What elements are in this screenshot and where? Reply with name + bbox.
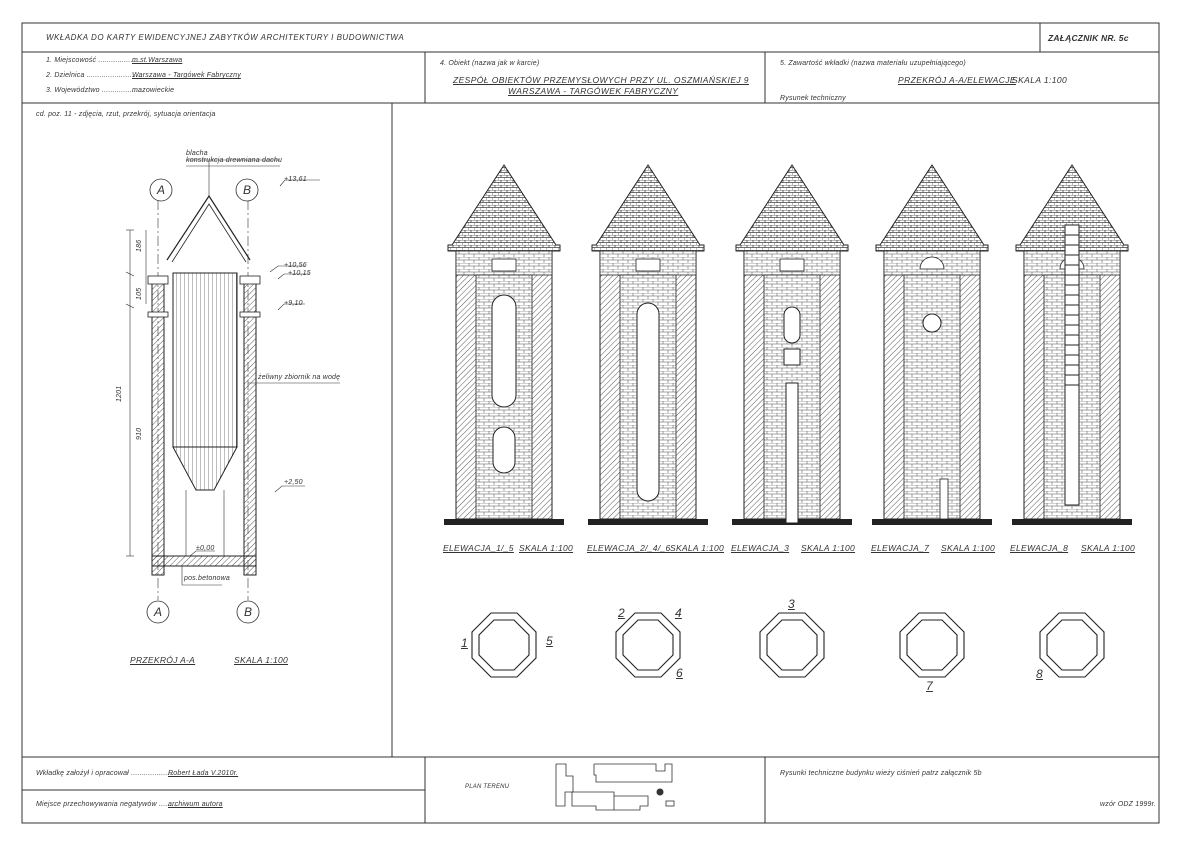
elevation-7: [871, 164, 993, 526]
negatives-value: archiwum autora: [168, 801, 223, 808]
level-9-10: +9,10: [284, 300, 303, 307]
plan-number-8: 8: [1036, 667, 1043, 681]
elevation-1-scale: SKALA 1:100: [519, 543, 574, 553]
axis-b-top: B: [243, 183, 252, 197]
base-label: pos.betonowa: [184, 575, 230, 582]
voivodeship-label: 3. Województwo ...................: [46, 87, 143, 94]
object-label: 4. Obiekt (nazwa jak w karcie): [440, 60, 540, 67]
elevation-3: [731, 164, 853, 526]
dim-105: 105: [136, 287, 143, 300]
content-type: Rysunek techniczny: [780, 95, 846, 102]
plan-number-4: 4: [675, 606, 682, 620]
roof-label-structure: konstrukcja drewniana dachu: [186, 157, 283, 164]
plan-number-5: 5: [546, 634, 553, 648]
attachment-number: ZAŁĄCZNIK NR. 5c: [1048, 33, 1129, 43]
dim-186: 186: [136, 239, 143, 252]
content-scale: SKALA 1:100: [1012, 75, 1068, 85]
content-value: PRZEKRÓJ A-A/ELEWACJE: [898, 75, 1016, 85]
dim-910: 910: [136, 427, 143, 440]
elevation-2: [587, 164, 709, 526]
plan-number-3: 3: [788, 597, 795, 611]
elevation-8-scale: SKALA 1:100: [1081, 543, 1136, 553]
district-value: Warszawa - Targówek Fabryczny: [132, 72, 241, 79]
elevation-1: [443, 164, 565, 526]
plan-number-2: 2: [618, 606, 625, 620]
district-label: 2. Dzielnica ..........................: [46, 72, 143, 79]
plan-label: PLAN TERENU: [465, 784, 510, 790]
level-10-56: +10,56: [284, 262, 307, 269]
template-version: wzór ODZ 1999r.: [1100, 801, 1157, 808]
plan-number-7: 7: [926, 679, 933, 693]
axis-a-bottom: A: [154, 605, 163, 619]
elevation-8-label: ELEWACJA_8: [1010, 543, 1069, 553]
elevation-8: [1011, 164, 1133, 526]
elevation-2-label: ELEWACJA_2/_4/_6: [587, 543, 671, 553]
level-13-61: +13,61: [284, 176, 307, 183]
level-2-50: +2,50: [284, 479, 303, 486]
place-label: 1. Miejscowość ....................: [46, 57, 142, 64]
axis-a-top: A: [157, 183, 166, 197]
plan-number-1: 1: [461, 636, 468, 650]
plan-number-6: 6: [676, 666, 683, 680]
negatives-label: Miejsce przechowywania negatywów .......…: [36, 801, 179, 808]
sheet-title: WKŁADKA DO KARTY EWIDENCYJNEJ ZABYTKÓW A…: [46, 33, 405, 42]
level-0-00: ±0,00: [196, 545, 215, 552]
voivodeship-value: mazowieckie: [132, 87, 175, 94]
object-name-line2: WARSZAWA - TARGÓWEK FABRYCZNY: [508, 86, 679, 96]
section-drawing: [125, 159, 340, 624]
axis-b-bottom: B: [244, 605, 253, 619]
author-value: Robert Łada V.2010r.: [168, 770, 239, 777]
place-value: m.st.Warszawa: [132, 57, 183, 64]
author-label: Wkładkę założył i opracował ............…: [36, 770, 174, 777]
elevation-2-scale: SKALA 1:100: [670, 543, 725, 553]
footer-note: Rysunki techniczne budynku wieży ciśnień…: [780, 770, 982, 777]
elevation-7-scale: SKALA 1:100: [941, 543, 996, 553]
section-title: PRZEKRÓJ A-A: [130, 655, 196, 665]
elevation-7-label: ELEWACJA_7: [871, 543, 930, 553]
level-10-15: +10,15: [288, 270, 311, 277]
content-label: 5. Zawartość wkładki (nazwa materiału uz…: [780, 60, 966, 67]
elevation-1-label: ELEWACJA_1/_5: [443, 543, 514, 553]
elevation-3-label: ELEWACJA_3: [731, 543, 790, 553]
tank-label: żeliwny zbiornik na wodę: [258, 374, 341, 381]
plan-octagons: [471, 612, 1105, 678]
roof-label-sheet: blacha: [186, 150, 208, 157]
left-panel-note: cd. poz. 11 - zdjęcia, rzut, przekrój, s…: [36, 111, 216, 118]
section-scale: SKALA 1:100: [234, 655, 289, 665]
elevation-3-scale: SKALA 1:100: [801, 543, 856, 553]
site-plan-sketch: [555, 763, 675, 811]
object-name-line1: ZESPÓŁ OBIEKTÓW PRZEMYSŁOWYCH PRZY UL. O…: [453, 75, 749, 85]
site-plan-marker: [656, 788, 664, 796]
dim-1201: 1201: [116, 385, 123, 402]
